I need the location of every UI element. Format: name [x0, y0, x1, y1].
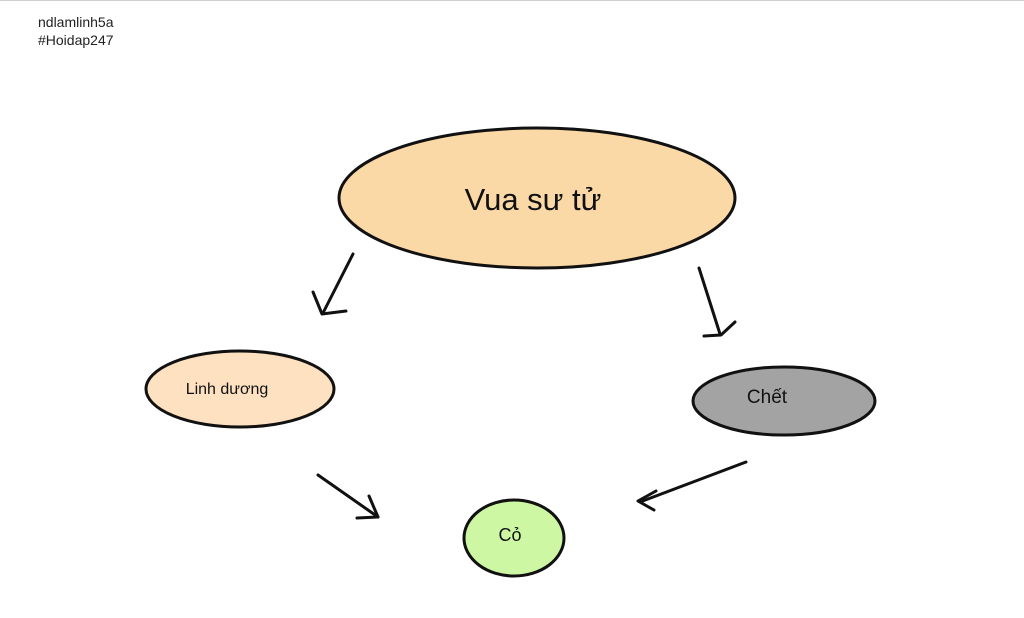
arrow-death-to-grass-shaft: [638, 460, 748, 504]
node-lion-label: Vua sư tử: [465, 182, 602, 217]
hashtag: #Hoidap247: [38, 32, 114, 48]
node-grass: Cỏ: [462, 498, 566, 578]
arrow-death-to-grass: [636, 460, 748, 512]
node-death: Chết: [691, 365, 877, 437]
arrow-lion-to-death-shaft: [697, 266, 722, 336]
arrow-lion-to-antelope-head: [311, 290, 348, 316]
arrow-lion-to-antelope-shaft: [321, 252, 355, 315]
node-antelope-shape: [144, 349, 336, 429]
node-antelope-label: Linh dương: [186, 381, 269, 398]
arrow-antelope-to-grass-head: [355, 494, 380, 520]
arrow-lion-to-antelope: [311, 252, 355, 316]
node-antelope: Linh dương: [144, 349, 336, 429]
top-border: [0, 0, 1024, 1]
node-death-shape: [691, 365, 877, 437]
credit-text: ndlamlinh5a #Hoidap247: [38, 13, 114, 49]
arrow-lion-to-death-head: [702, 320, 737, 338]
arrow-death-to-grass-head: [636, 489, 658, 512]
arrow-antelope-to-grass-shaft: [316, 473, 380, 519]
node-death-label: Chết: [747, 387, 788, 408]
node-lion: Vua sư tử: [337, 126, 737, 270]
arrow-lion-to-death: [697, 266, 737, 338]
node-lion-shape: [337, 126, 737, 270]
arrow-antelope-to-grass: [316, 473, 380, 520]
node-grass-label: Cỏ: [498, 525, 521, 545]
node-grass-shape: [462, 498, 566, 578]
author-name: ndlamlinh5a: [38, 14, 114, 30]
